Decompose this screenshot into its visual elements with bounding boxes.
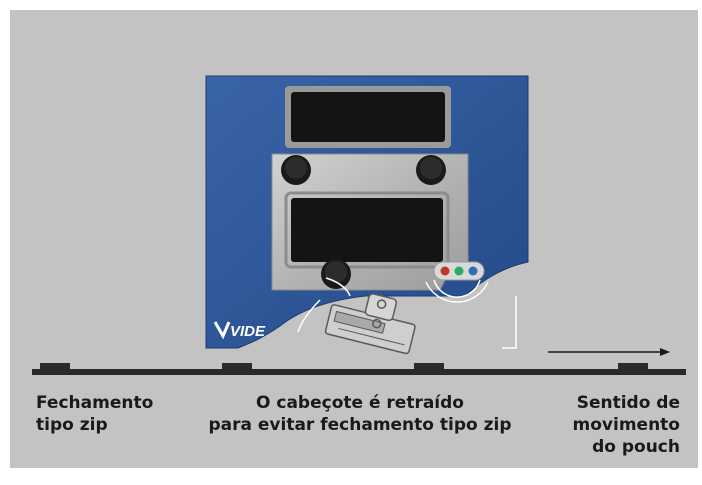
caption-line: O cabeçote é retraído: [256, 393, 464, 413]
conveyor-belt: [32, 363, 686, 375]
caption-zip-closure: Fechamento tipo zip: [36, 392, 153, 436]
retract-zone-outline: [297, 277, 517, 349]
mount-knobs: [281, 155, 446, 289]
caption-line: para evitar fechamento tipo zip: [208, 415, 512, 435]
status-led-blue: [468, 266, 478, 276]
caption-line: movimento: [572, 415, 680, 435]
caption-line: tipo zip: [36, 415, 108, 435]
zip-seal-marker: [222, 363, 252, 371]
brand-logo: VIDE: [213, 321, 266, 340]
diagram-svg: VIDE: [32, 75, 686, 375]
zip-seal-marker: [40, 363, 70, 371]
caption-line: Fechamento: [36, 393, 154, 413]
print-head: [324, 293, 416, 355]
direction-arrow: [548, 348, 670, 356]
diagram-stage: VIDE Fechamento tipo zip O cabe: [10, 10, 698, 468]
zip-seal-marker: [414, 363, 444, 371]
caption-line: do pouch: [592, 437, 680, 457]
zip-seal-marker: [618, 363, 648, 371]
status-led-red: [440, 266, 450, 276]
caption-pouch-direction: Sentido de movimento do pouch: [573, 392, 680, 458]
svg-text:VIDE: VIDE: [230, 323, 266, 340]
top-slot: [285, 86, 451, 148]
status-leds: [425, 261, 489, 303]
caption-head-retracted: O cabeçote é retraído para evitar fecham…: [180, 392, 540, 436]
status-led-green: [454, 266, 464, 276]
caption-line: Sentido de: [576, 393, 680, 413]
